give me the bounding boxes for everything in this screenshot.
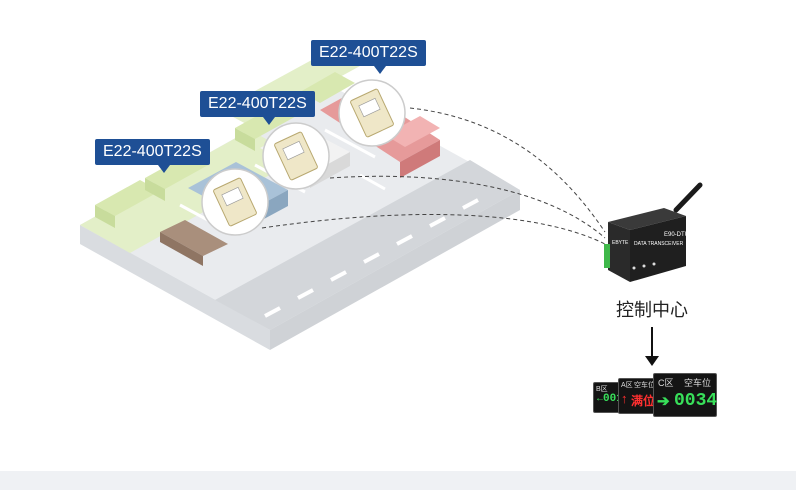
module-circle-1 <box>201 168 269 236</box>
road-lane-marks <box>264 198 479 318</box>
dtu-model-label: E90-DTU <box>664 232 689 238</box>
down-arrow-icon <box>645 327 659 366</box>
module-label-tag: E22-400T22S <box>311 40 426 74</box>
sign-full-status: 满位 <box>631 394 656 408</box>
parking-sign-b: B区 ← 001 <box>593 382 623 413</box>
sign-zone-label: C区 <box>658 378 674 388</box>
module-label-tag: E22-400T22S <box>95 139 210 173</box>
sign-header-label: 空车位 <box>684 378 712 388</box>
dtu-subtitle-label: DATA TRANSCEIVER <box>634 241 684 247</box>
sign-header-label: 空车位 <box>634 382 655 389</box>
bench <box>160 220 228 266</box>
arrow-left-icon: ← <box>595 393 605 404</box>
sign-count: 001 <box>603 393 623 405</box>
parking-sign-a: A区 空车位 ↑ 满位 <box>618 378 656 414</box>
signal-links <box>261 107 606 245</box>
arrow-right-icon: ➔ <box>657 393 670 410</box>
arrow-up-icon: ↑ <box>621 391 628 406</box>
module-circle-3 <box>338 79 406 147</box>
control-center-label: 控制中心 <box>616 300 688 320</box>
module-label-tag: E22-400T22S <box>200 91 315 125</box>
sign-count: 0034 <box>674 391 718 411</box>
sign-zone-label: A区 <box>621 382 633 389</box>
footer-band <box>0 471 796 490</box>
dtu-device <box>604 182 703 282</box>
module-circle-2 <box>262 122 330 190</box>
dtu-brand-label: EBYTE <box>612 240 629 246</box>
parking-sign-c: C区 空车位 ➔ 0034 <box>653 373 717 417</box>
sign-zone-label: B区 <box>596 386 608 393</box>
